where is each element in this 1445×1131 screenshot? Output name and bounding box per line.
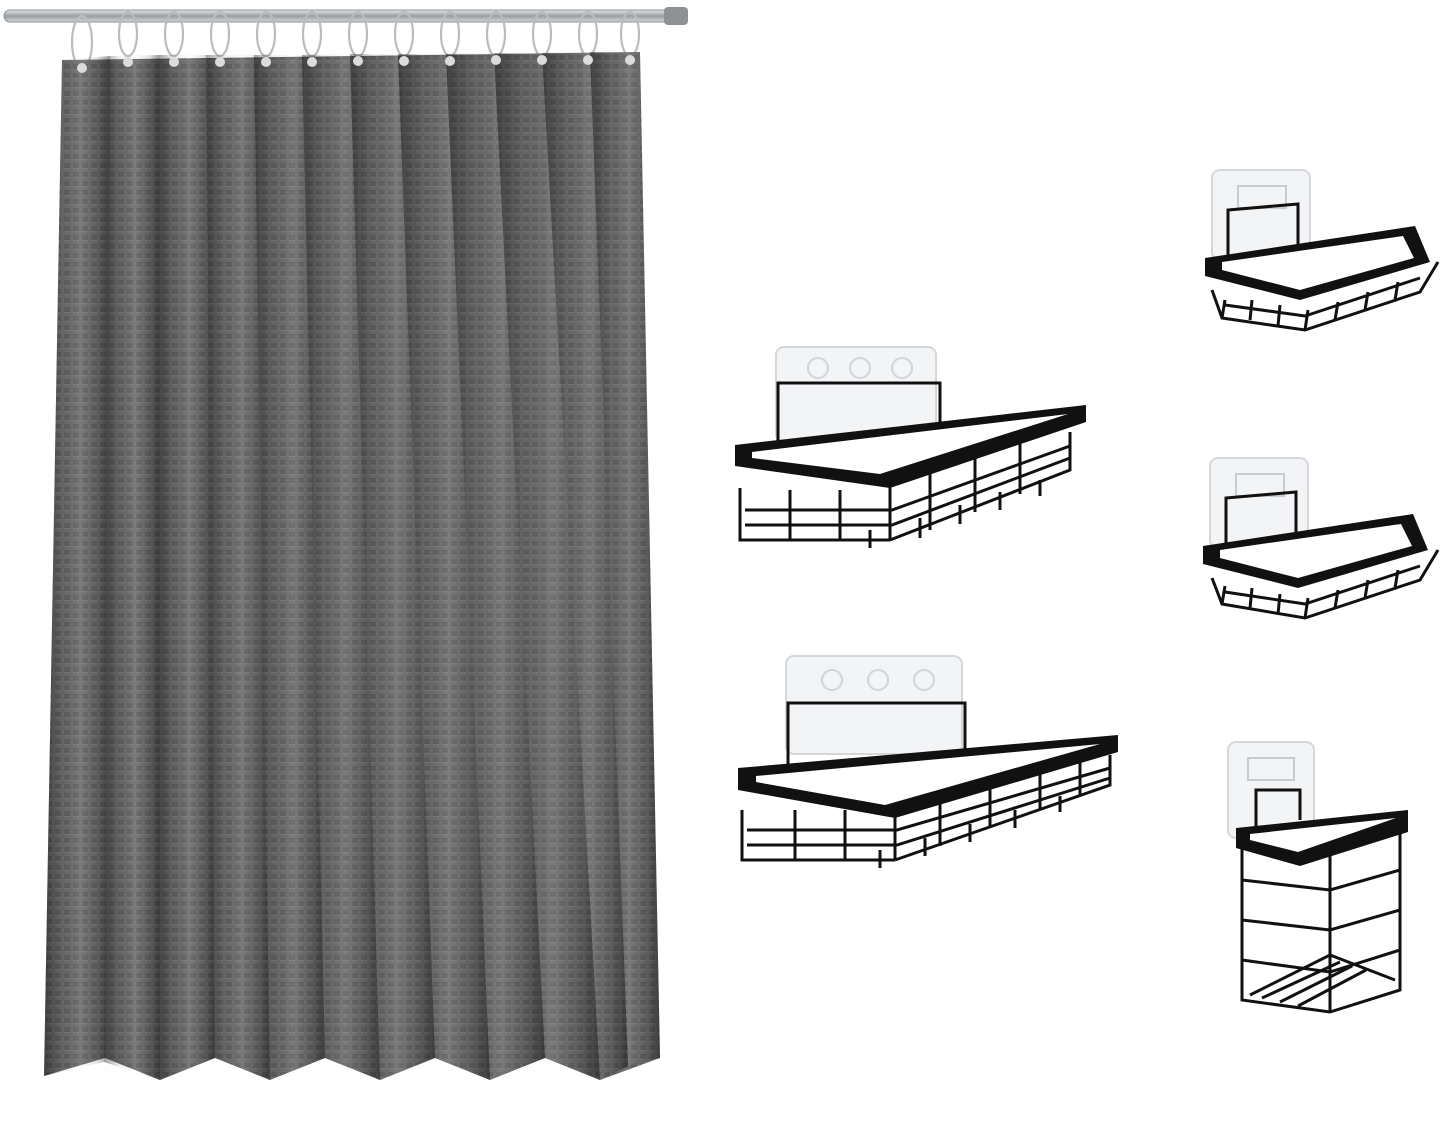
- adhesive-plate: [785, 655, 963, 755]
- curtain-rod: [3, 7, 688, 25]
- toothbrush-holder: [1227, 741, 1408, 1014]
- large-shelf-1: [735, 346, 1086, 548]
- soap-dish-1: [1205, 169, 1440, 332]
- soap-dish-2: [1203, 457, 1440, 620]
- curtain-pleats: [44, 52, 660, 1080]
- large-shelf-2: [738, 655, 1118, 868]
- shower-curtain: [44, 10, 660, 1080]
